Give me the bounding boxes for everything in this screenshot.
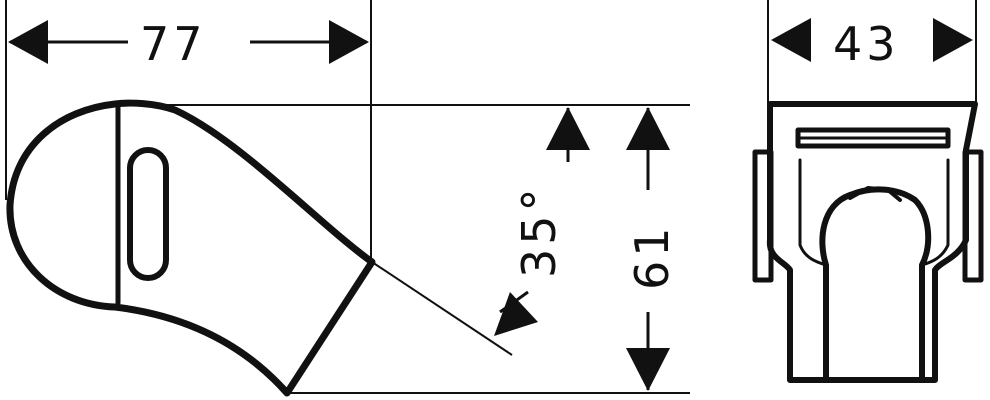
extension-lines	[5, 0, 690, 394]
depth-dimension	[771, 18, 973, 62]
height-label: 61	[625, 223, 679, 290]
front-view	[752, 101, 984, 383]
height-dimension	[626, 107, 670, 391]
angle-label: 35°	[512, 184, 566, 278]
front-right-bracket	[962, 149, 984, 283]
holder-body-outline	[6, 99, 376, 397]
holder-slot	[127, 147, 169, 281]
depth-label: 43	[833, 17, 900, 71]
front-u-opening	[819, 186, 932, 383]
side-view	[6, 99, 376, 397]
width-label: 77	[140, 17, 207, 71]
front-extension-lines	[767, 0, 977, 104]
angle-dimension	[494, 107, 590, 336]
front-left-bracket	[752, 149, 774, 283]
front-top-slot	[795, 127, 951, 149]
width-dimension	[8, 20, 369, 64]
